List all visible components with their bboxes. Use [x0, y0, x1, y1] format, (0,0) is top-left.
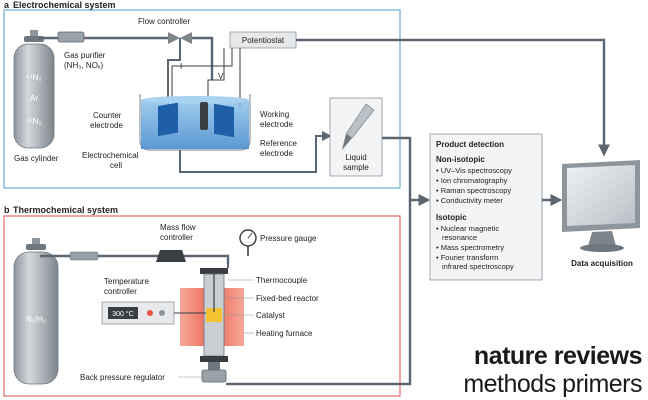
flow-controller-label: Flow controller	[138, 17, 190, 26]
working-electrode-label-2: electrode	[260, 120, 293, 129]
mass-flow-controller-label-1: Mass flow	[160, 223, 196, 232]
panel-a-frame	[3, 9, 401, 189]
gas-line-a3	[167, 38, 181, 110]
gas-purifier-label-1: Gas purifier	[64, 51, 106, 60]
isotopic-item-cont: infrared spectroscopy	[442, 262, 514, 271]
isotopic-list: • Nuclear magnetic resonance • Mass spec…	[436, 224, 514, 271]
catalyst-icon	[206, 308, 222, 322]
mass-flow-controller-icon	[156, 250, 186, 262]
isotopic-item: • Fourier transform	[436, 253, 498, 262]
pressure-gauge-label: Pressure gauge	[260, 234, 317, 243]
reference-electrode-label-1: Reference	[260, 139, 297, 148]
back-pressure-regulator-label: Back pressure regulator	[80, 373, 165, 382]
panel-b-letter: b	[4, 205, 10, 215]
liquid-sample-label-1: Liquid	[345, 153, 366, 162]
isotopic-item-cont: resonance	[442, 233, 477, 242]
mass-flow-controller-label-2: controller	[160, 233, 193, 242]
temperature-controller-knob	[159, 310, 165, 316]
potentiostat-wire-3	[207, 48, 225, 110]
current-label: I	[180, 62, 182, 71]
reference-electrode-label-2: electrode	[260, 149, 293, 158]
temperature-display-value: 300 °C	[112, 310, 133, 318]
counter-electrode-label-1: Counter	[93, 111, 122, 120]
gas-line-b-fitting	[69, 251, 99, 261]
liquid-sample-label-2: sample	[343, 163, 369, 172]
potentiostat-to-pc-line	[296, 38, 610, 157]
cell-to-sample-line	[179, 131, 332, 173]
panel-a-letter: a	[4, 0, 10, 10]
monitor-icon	[562, 160, 640, 252]
gas-cylinder-a-content-2: Ar	[30, 94, 38, 103]
electrochemical-cell-icon	[139, 94, 251, 151]
back-pressure-regulator-icon	[201, 362, 227, 383]
electrochemical-cell-label-2: cell	[110, 161, 122, 170]
voltage-label: V	[218, 72, 224, 81]
counter-electrode-label-2: electrode	[90, 121, 123, 130]
non-isotopic-item: • Conductivity meter	[436, 196, 503, 205]
temperature-controller-led	[147, 310, 153, 316]
pressure-gauge-icon	[239, 229, 257, 247]
panel-b-title: Thermochemical system	[13, 205, 118, 215]
temperature-controller-label-1: Temperature	[104, 277, 149, 286]
sample-to-detection-line	[382, 136, 431, 206]
gas-cylinder-label: Gas cylinder	[14, 154, 59, 163]
temperature-controller-label-2: controller	[104, 287, 137, 296]
electrochemical-cell-label-1: Electrochemical	[82, 151, 139, 160]
non-isotopic-heading: Non-isotopic	[436, 155, 485, 164]
gas-cylinder-b-icon	[13, 238, 59, 385]
panel-b-frame	[3, 215, 401, 397]
non-isotopic-item: • UV–Vis spectroscopy	[436, 166, 512, 175]
gas-line-b	[40, 254, 230, 264]
gas-cylinder-b-content: N₂/H₂	[26, 315, 46, 324]
brand-logo-line1: nature reviews	[473, 342, 643, 370]
gas-line-a2	[192, 36, 214, 80]
catalyst-label: Catalyst	[256, 311, 286, 320]
data-acquisition-label: Data acquisition	[571, 259, 633, 268]
gas-purifier-label-2: (NH₃, NOₓ)	[64, 61, 104, 70]
product-detection-box	[429, 133, 543, 281]
pipette-icon	[342, 103, 375, 150]
gas-cylinder-a-content-3: ¹⁵N₂	[27, 117, 42, 126]
thermocouple-label: Thermocouple	[256, 276, 308, 285]
gas-cylinder-a-content-1: ¹⁴N₂	[27, 73, 42, 82]
fixed-bed-reactor-label: Fixed-bed reactor	[256, 294, 319, 303]
gas-purifier-icon	[57, 31, 85, 43]
working-electrode-label-1: Working	[260, 110, 289, 119]
product-detection-title: Product detection	[436, 140, 504, 149]
potentiostat-wire-1	[171, 48, 233, 108]
heating-furnace-label: Heating furnace	[256, 329, 313, 338]
potentiostat-label: Potentiostat	[242, 36, 285, 45]
isotopic-heading: Isotopic	[436, 213, 467, 222]
reactor-bottom-cap	[200, 356, 228, 362]
non-isotopic-item: • Raman spectroscopy	[436, 186, 511, 195]
panel-a-title: Electrochemical system	[13, 0, 116, 10]
gas-cylinder-a-icon	[13, 30, 55, 149]
non-isotopic-item: • Ion chromatography	[436, 176, 508, 185]
isotopic-item: • Mass spectrometry	[436, 243, 504, 252]
non-isotopic-list: • UV–Vis spectroscopy • Ion chromatograp…	[436, 166, 512, 205]
bpr-to-detection-line	[226, 200, 412, 386]
isotopic-item: • Nuclear magnetic	[436, 224, 499, 233]
brand-logo-line2: methods primers	[463, 370, 642, 398]
temperature-display	[108, 307, 138, 319]
